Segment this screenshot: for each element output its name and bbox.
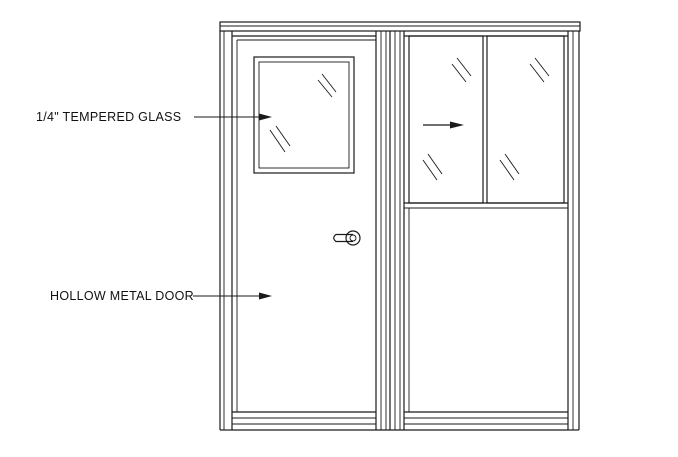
top-header-frame bbox=[219, 21, 581, 32]
arrow-right-icon bbox=[423, 121, 464, 129]
door-vision-lite bbox=[253, 56, 355, 174]
left-jamb bbox=[219, 31, 233, 431]
glass-leader: 1/4" TEMPERED GLASS bbox=[36, 110, 272, 124]
hollow-metal-door bbox=[232, 35, 376, 431]
door-leader: HOLLOW METAL DOOR bbox=[50, 289, 272, 303]
lever-handle-icon bbox=[333, 230, 361, 246]
sidelight-panel bbox=[404, 35, 568, 431]
hollow-metal-door-label: HOLLOW METAL DOOR bbox=[50, 289, 194, 303]
center-mullion bbox=[375, 31, 405, 431]
right-jamb bbox=[567, 31, 580, 431]
tempered-glass-label: 1/4" TEMPERED GLASS bbox=[36, 110, 181, 124]
glass-hatch-icon bbox=[269, 57, 550, 181]
